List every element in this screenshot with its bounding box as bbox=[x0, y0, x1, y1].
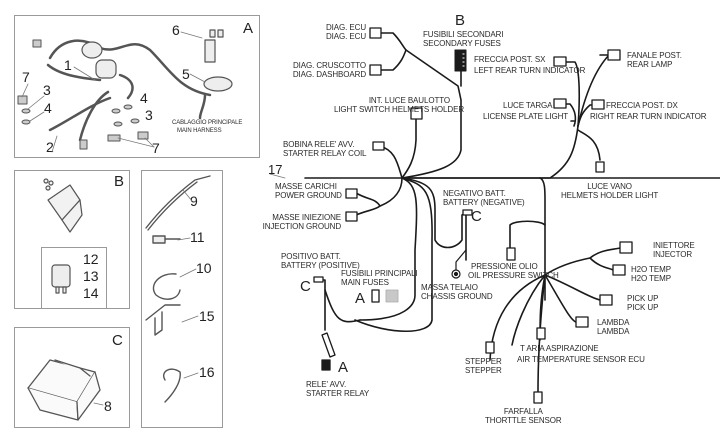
callout-12: 12 bbox=[83, 251, 99, 267]
callout-11: 11 bbox=[190, 229, 205, 245]
h2o-temp-connector bbox=[612, 264, 626, 276]
ref-relay-a: A bbox=[338, 359, 349, 376]
label-rear-lamp: FANALE POST.REAR LAMP bbox=[627, 51, 682, 69]
main-harness-drawing bbox=[46, 39, 212, 142]
callout-13: 13 bbox=[83, 268, 99, 284]
callout-3: 3 bbox=[43, 82, 51, 98]
callout-5: 5 bbox=[182, 66, 190, 82]
callout-1: 1 bbox=[64, 57, 72, 73]
callout-leaders bbox=[21, 31, 286, 406]
label-battery-positive: POSITIVO BATT.BATTERY (POSITIVE) bbox=[281, 252, 360, 270]
battery-positive-connector bbox=[313, 276, 324, 283]
harness-callout-17: 17 bbox=[268, 162, 283, 177]
callout-10: 10 bbox=[196, 260, 212, 276]
ref-fuses-a: A bbox=[355, 290, 366, 307]
power-ground-connector bbox=[345, 188, 358, 199]
stepper-connector bbox=[485, 341, 495, 354]
injection-ground-connector bbox=[345, 211, 358, 222]
battery-drawing bbox=[27, 359, 101, 421]
rear-lamp-connector bbox=[607, 49, 621, 61]
fuse-drawing bbox=[51, 264, 71, 294]
throttle-connector bbox=[533, 391, 543, 404]
callout-9: 9 bbox=[190, 193, 198, 209]
panel-a-letter: A bbox=[243, 20, 254, 37]
callout-8: 8 bbox=[104, 398, 112, 414]
callout-4b: 4 bbox=[140, 90, 148, 106]
callout-7b: 7 bbox=[152, 140, 160, 156]
starter-coil-connector bbox=[372, 141, 385, 151]
battery-negative-connector bbox=[462, 209, 473, 216]
main-harness-label: CABLAGGIO PRINCIPALE MAIN HARNESS bbox=[172, 120, 243, 134]
label-starter-coil: BOBINA RELE' AVV.STARTER RELAY COIL bbox=[283, 140, 367, 158]
callout-4: 4 bbox=[44, 100, 52, 116]
callout-16: 16 bbox=[199, 364, 215, 380]
main-fuse-gray bbox=[385, 289, 399, 303]
pick-up-connector bbox=[599, 294, 613, 306]
callout-15: 15 bbox=[199, 308, 215, 324]
chassis-ground-terminal bbox=[451, 249, 467, 279]
ref-positive-c: C bbox=[300, 278, 311, 295]
license-plate-connector bbox=[553, 98, 567, 109]
ref-negative-c: C bbox=[471, 208, 482, 225]
callout-7: 7 bbox=[22, 69, 30, 85]
callout-14: 14 bbox=[83, 285, 99, 301]
injector-connector bbox=[619, 241, 633, 254]
connectors bbox=[313, 27, 633, 404]
fuel-pump-connector-drawing bbox=[203, 29, 233, 92]
callout-2: 2 bbox=[46, 139, 54, 155]
callout-6: 6 bbox=[172, 22, 180, 38]
panel-parts bbox=[141, 170, 223, 428]
callout-3b: 3 bbox=[145, 107, 153, 123]
right-rear-turn-connector bbox=[591, 99, 605, 110]
panel-c-letter: C bbox=[112, 332, 123, 349]
oil-pressure-connector bbox=[506, 247, 516, 261]
left-rear-turn-connector bbox=[553, 56, 567, 67]
terminal-drawings bbox=[17, 39, 149, 150]
diag-dashboard-connector bbox=[369, 64, 382, 76]
main-fuse-connector bbox=[371, 289, 380, 303]
lambda-connector bbox=[575, 316, 589, 328]
air-temp-connector bbox=[536, 327, 546, 340]
diagram-letter-b: B bbox=[455, 12, 466, 29]
secondary-fuse-block bbox=[454, 49, 467, 72]
light-switch-connector bbox=[410, 107, 423, 120]
wiring-harness bbox=[304, 32, 720, 393]
panel-b-letter: B bbox=[114, 173, 125, 190]
label-battery-negative: NEGATIVO BATT.BATTERY (NEGATIVE) bbox=[443, 189, 525, 207]
starter-relay-drawing bbox=[321, 332, 336, 371]
relay-drawing bbox=[81, 41, 117, 79]
parts-drawings bbox=[145, 175, 211, 403]
label-starter-relay: RELE' AVV.STARTER RELAY bbox=[306, 380, 370, 398]
fuse-box-drawing bbox=[43, 178, 83, 233]
diag-ecu-connector bbox=[369, 27, 382, 39]
helmets-light-connector bbox=[595, 161, 605, 173]
